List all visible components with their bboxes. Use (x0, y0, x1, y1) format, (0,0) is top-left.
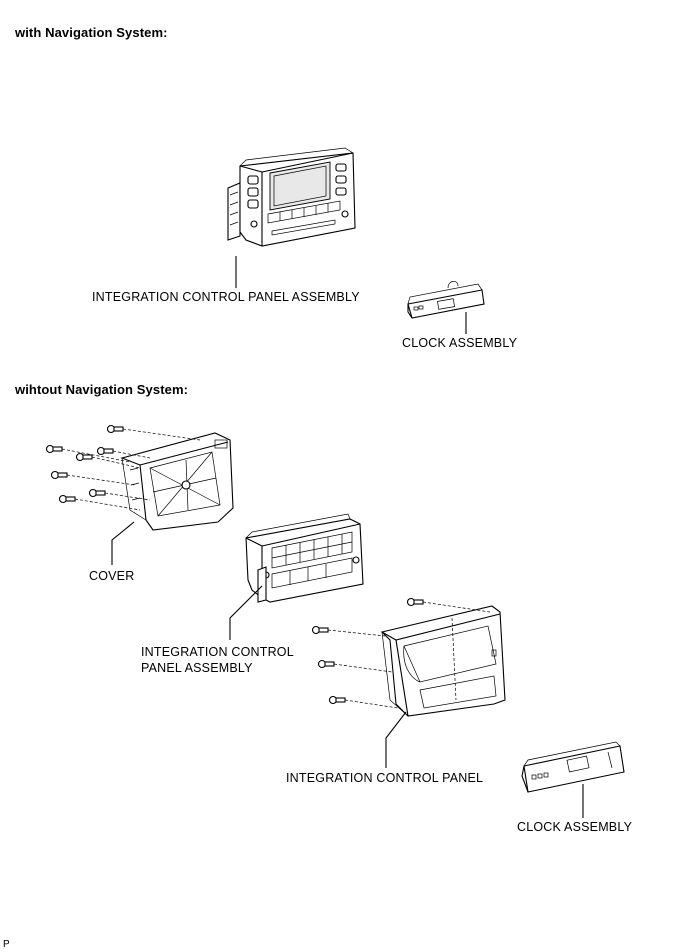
screw-icon (311, 625, 329, 635)
screw-icon (75, 452, 93, 462)
label-integration-control-panel-assembly: INTEGRATION CONTROL PANEL ASSEMBLY (141, 644, 294, 676)
label-nav-integration-control-panel-assembly: INTEGRATION CONTROL PANEL ASSEMBLY (92, 290, 360, 304)
screw-icon (88, 488, 106, 498)
footer-code: P (3, 939, 10, 950)
screw-icon (50, 470, 68, 480)
screw-icon (317, 659, 335, 669)
screw-icon (45, 444, 63, 454)
integration-control-panel-illustration (380, 605, 506, 717)
integration-control-panel-assembly-illustration (245, 513, 364, 603)
nav-integration-control-panel-assembly-illustration (227, 147, 356, 247)
label-integration-control-panel: INTEGRATION CONTROL PANEL (286, 771, 484, 785)
clock-assembly-illustration (521, 741, 625, 793)
section-title-with-navigation: with Navigation System: (15, 25, 168, 40)
label-cover: COVER (89, 569, 135, 583)
cover-screws (45, 424, 124, 504)
screw-icon (328, 695, 346, 705)
label-clock-assembly: CLOCK ASSEMBLY (517, 820, 633, 834)
panel-assembly-leader-line (229, 585, 263, 640)
screw-icon (106, 424, 124, 434)
screw-icon (96, 446, 114, 456)
label-nav-clock-assembly: CLOCK ASSEMBLY (402, 336, 518, 350)
screw-icon (406, 597, 424, 607)
label-line: INTEGRATION CONTROL (141, 645, 294, 659)
control-panel-leader-line (385, 711, 407, 768)
cover-illustration (120, 432, 234, 531)
section-title-without-navigation: wihtout Navigation System: (15, 382, 189, 397)
nav-clock-assembly-illustration (407, 281, 485, 319)
cover-leader-line (111, 521, 135, 565)
label-line: PANEL ASSEMBLY (141, 661, 253, 675)
screw-icon (58, 494, 76, 504)
